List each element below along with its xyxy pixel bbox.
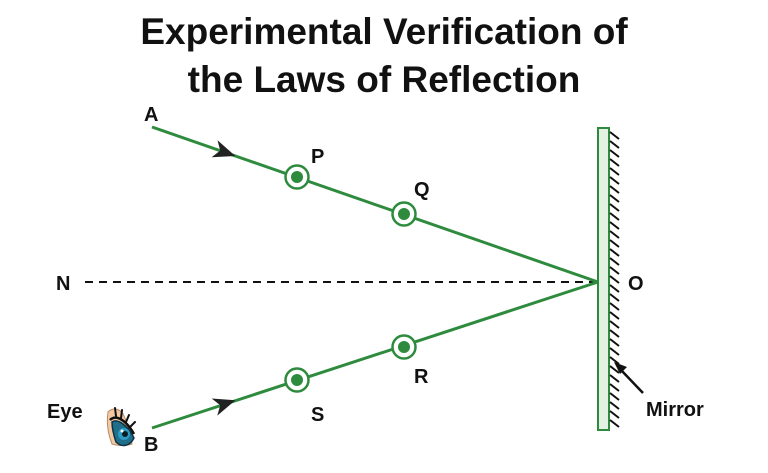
hatch-stroke <box>609 203 620 212</box>
hatch-stroke <box>609 356 620 365</box>
hatch-stroke <box>609 410 620 419</box>
hatch-stroke <box>609 158 620 167</box>
hatch-stroke <box>609 212 620 221</box>
hatch-stroke <box>609 149 620 158</box>
hatch-stroke <box>609 293 620 302</box>
label-o: O <box>628 273 644 295</box>
page-title: Experimental Verification of the Laws of… <box>0 8 768 104</box>
hatch-stroke <box>609 374 620 383</box>
hatch-stroke <box>609 392 620 401</box>
title-line-1: Experimental Verification of <box>140 11 628 52</box>
hatch-stroke <box>609 194 620 203</box>
pin-r <box>391 334 417 360</box>
label-r: R <box>414 366 429 388</box>
pin-s <box>284 367 310 393</box>
hatch-stroke <box>609 383 620 392</box>
reflected-arrowhead-icon <box>211 398 236 416</box>
hatch-stroke <box>609 131 620 140</box>
hatch-stroke <box>609 176 620 185</box>
hatch-stroke <box>609 257 620 266</box>
hatch-stroke <box>609 248 620 257</box>
hatch-stroke <box>609 347 620 356</box>
hatch-stroke <box>609 167 620 176</box>
plane-mirror <box>597 127 620 431</box>
label-a: A <box>144 104 158 126</box>
mirror-hatching <box>609 131 620 428</box>
hatch-stroke <box>609 140 620 149</box>
hatch-stroke <box>609 266 620 275</box>
hatch-stroke <box>609 329 620 338</box>
pin-p <box>284 164 310 190</box>
hatch-stroke <box>609 284 620 293</box>
hatch-stroke <box>609 239 620 248</box>
label-s: S <box>311 404 324 426</box>
hatch-stroke <box>609 401 620 410</box>
hatch-stroke <box>609 311 620 320</box>
hatch-stroke <box>609 230 620 239</box>
label-eye: Eye <box>47 401 83 423</box>
hatch-stroke <box>609 302 620 311</box>
pin-q <box>391 201 417 227</box>
hatch-stroke <box>609 320 620 329</box>
eye-icon <box>106 407 136 447</box>
hatch-stroke <box>609 419 620 428</box>
hatch-stroke <box>609 338 620 347</box>
hatch-stroke <box>609 275 620 284</box>
label-mirror: Mirror <box>646 399 704 421</box>
mirror-pointer-arrow <box>614 362 644 394</box>
incident-arrowhead-icon <box>211 140 236 158</box>
hatch-stroke <box>609 221 620 230</box>
label-n: N <box>56 273 70 295</box>
title-line-2: the Laws of Reflection <box>187 59 581 100</box>
incident-ray <box>151 125 599 284</box>
hatch-stroke <box>609 185 620 194</box>
label-q: Q <box>414 179 430 201</box>
label-b: B <box>144 434 158 456</box>
reflected-ray <box>151 280 599 430</box>
hatch-stroke <box>609 365 620 374</box>
label-p: P <box>311 146 324 168</box>
